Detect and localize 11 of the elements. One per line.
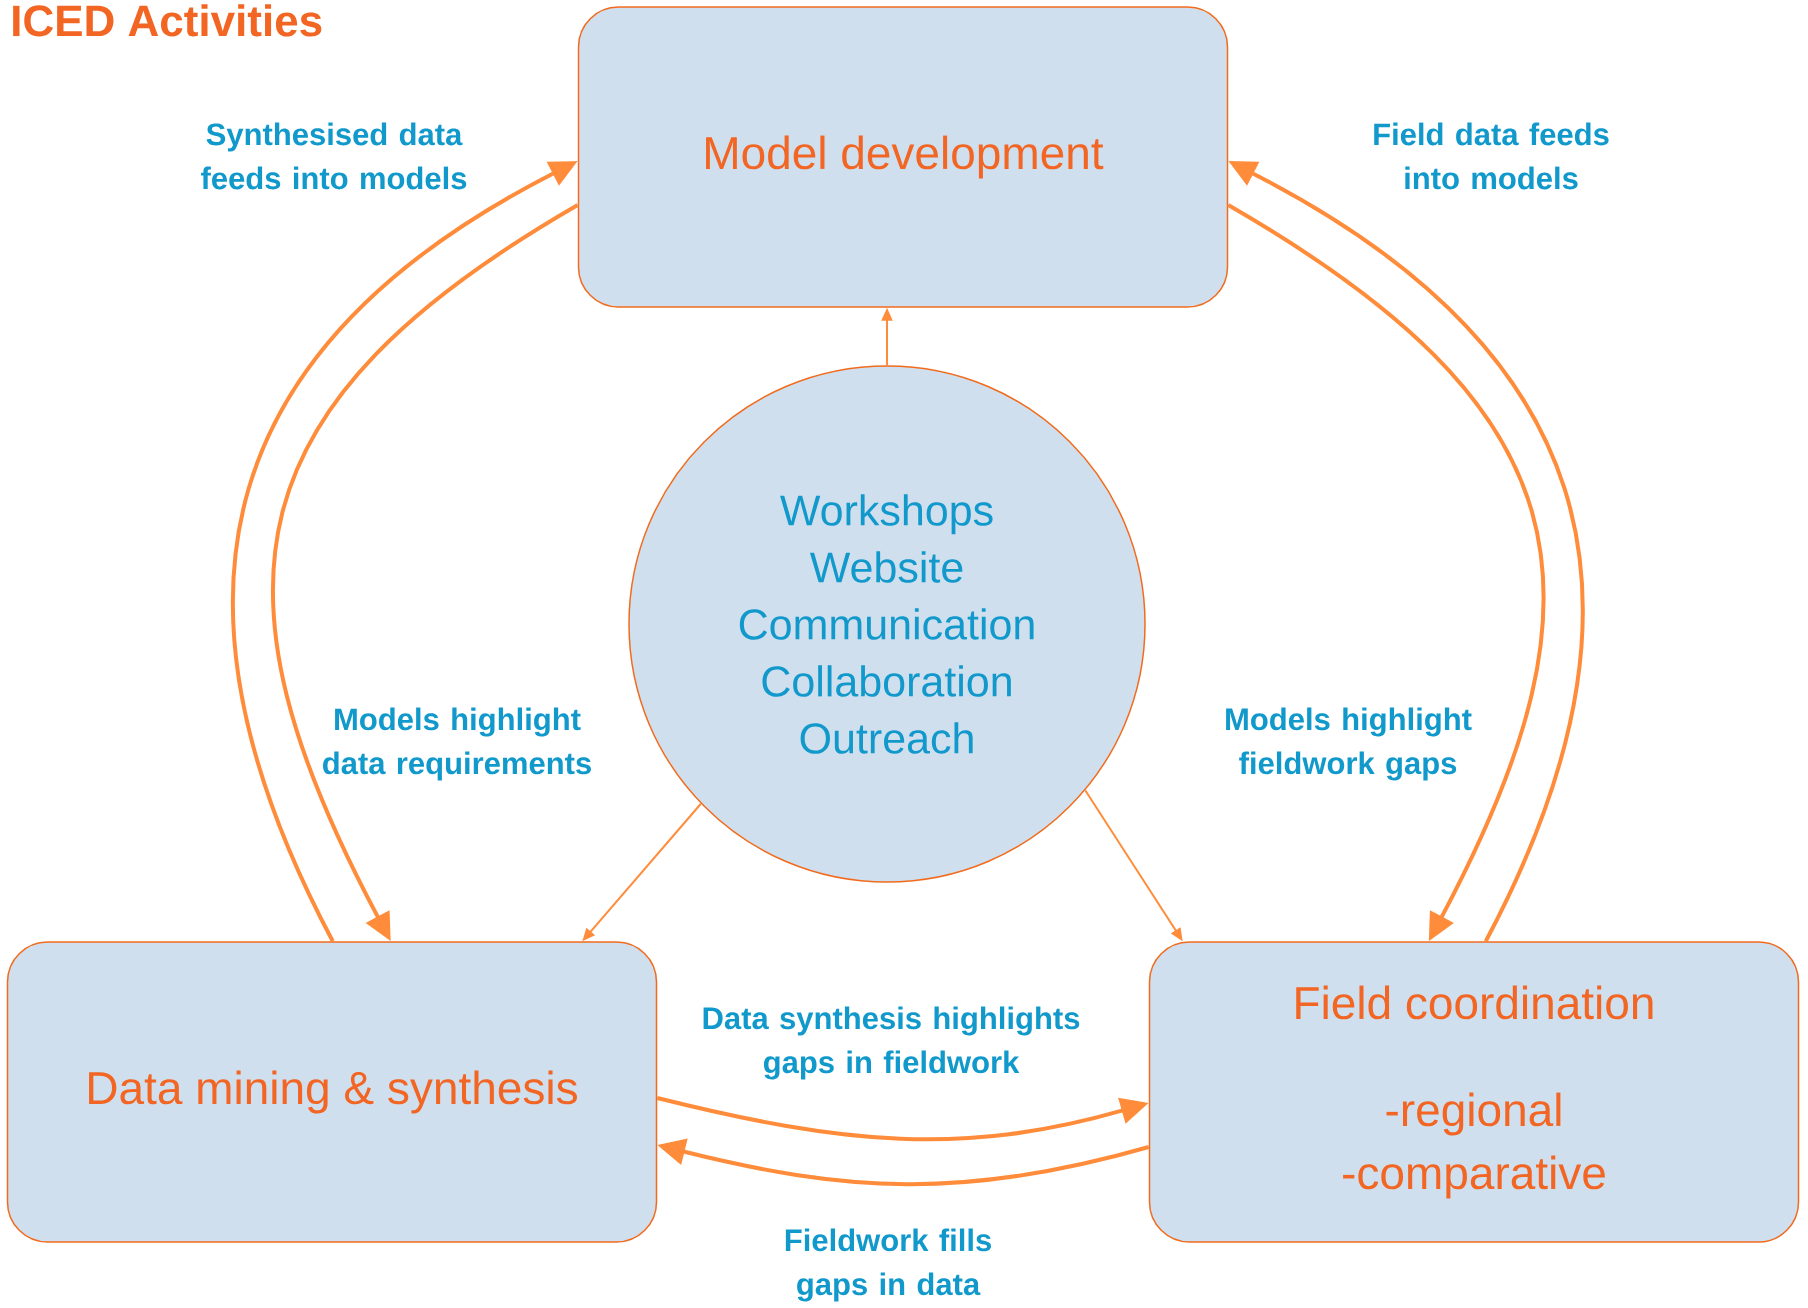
process-box: Field coordination -regional -comparative bbox=[1148, 941, 1800, 1243]
edge-label: Models highlight data requirements bbox=[323, 707, 591, 781]
edge-label: Fieldwork fills gaps in data bbox=[785, 1228, 991, 1302]
edge-label: Field data feeds into models bbox=[1374, 122, 1609, 190]
process-box: Model development bbox=[577, 6, 1229, 308]
edge-label: Synthesised data feeds into models bbox=[201, 122, 467, 190]
process-box: Data mining & synthesis bbox=[6, 941, 658, 1243]
circle-node: Workshops Website Communication Collaboration Outreach bbox=[628, 365, 1146, 883]
edge-label: Models highlight fieldwork gaps bbox=[1226, 707, 1472, 781]
edge-label: Data synthesis highlights gaps in fieldwork bbox=[703, 1006, 1080, 1080]
title: ICED Activities bbox=[13, 4, 322, 37]
